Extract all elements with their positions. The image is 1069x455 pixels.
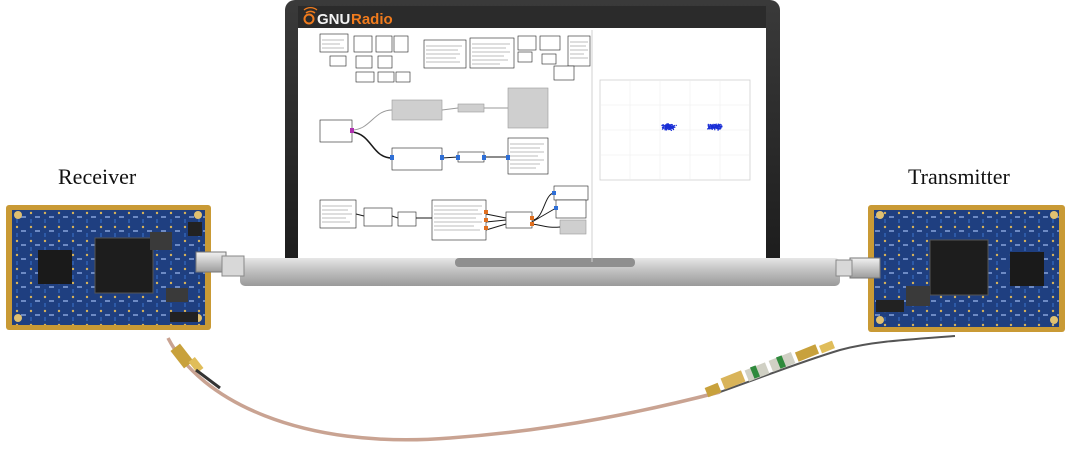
constellation-point	[716, 125, 719, 127]
tx-component	[906, 286, 930, 306]
constellation-point	[670, 127, 673, 129]
constellation-point	[720, 125, 722, 128]
constellation-point	[667, 123, 670, 125]
flowgraph-signal-text	[322, 143, 544, 231]
constellation-point	[675, 124, 677, 127]
constellation-point	[666, 125, 669, 127]
constellation-point	[707, 123, 709, 126]
tx-usb-plug	[835, 259, 853, 277]
constellation-point	[666, 123, 668, 125]
constellation-point	[664, 129, 666, 131]
constellation-point	[670, 129, 672, 131]
receiver-label: Receiver	[58, 164, 137, 189]
tx-usb-connector	[849, 257, 881, 279]
constellation-point	[710, 128, 712, 130]
constellation-point	[709, 124, 711, 126]
constellation-point	[715, 125, 717, 127]
constellation-point	[674, 126, 676, 128]
constellation-point	[708, 127, 710, 129]
constellation-point	[662, 126, 664, 128]
flowgraph-connections	[351, 107, 561, 231]
constellation-point	[672, 127, 674, 129]
rx-component	[150, 232, 172, 250]
constellation-cluster-right	[707, 123, 723, 131]
laptop-base	[240, 258, 840, 286]
receiver-sdr-board	[6, 205, 227, 330]
flowgraph-ports	[350, 128, 558, 230]
constellation-point	[714, 129, 716, 131]
constellation-point	[672, 126, 674, 128]
constellation-point	[667, 127, 669, 129]
constellation-point	[718, 128, 720, 130]
rx-usb-plug	[221, 255, 245, 277]
constellation-point	[715, 123, 717, 125]
constellation-plot	[591, 30, 751, 262]
constellation-point	[707, 126, 710, 128]
flowgraph-block-text	[322, 39, 588, 65]
constellation-point	[718, 126, 721, 128]
rx-rf-chip	[38, 250, 72, 284]
logo-suffix: Radio	[351, 11, 393, 28]
constellation-cluster-left	[661, 123, 677, 131]
constellation-point	[661, 128, 664, 130]
gnuradio-logo-icon	[303, 7, 318, 25]
coax-cable	[166, 335, 956, 442]
constellation-point	[716, 126, 718, 128]
constellation-point	[713, 124, 716, 126]
constellation-point	[663, 125, 666, 127]
constellation-point	[673, 124, 675, 127]
constellation-point	[714, 127, 716, 129]
constellation-point	[709, 126, 711, 129]
flowgraph-variable-blocks	[319, 33, 591, 83]
constellation-point	[712, 125, 715, 128]
rx-header-pins	[170, 312, 198, 322]
constellation-point	[717, 127, 719, 130]
constellation-point	[664, 127, 667, 129]
plot-grid	[600, 80, 750, 180]
tx-fpga-chip	[929, 239, 989, 296]
rx-fpga-chip	[94, 237, 154, 294]
logo-prefix: GNU	[317, 11, 350, 28]
gnuradio-window: GNU Radio	[298, 6, 766, 28]
constellation-point	[671, 124, 673, 126]
constellation-point	[665, 128, 668, 130]
constellation-point	[670, 126, 672, 128]
constellation-point	[662, 124, 664, 127]
constellation-point	[711, 124, 713, 127]
constellation-point	[720, 124, 722, 126]
transmitter-sdr-board	[849, 205, 1065, 332]
tx-header-pins	[876, 300, 904, 312]
constellation-point	[668, 128, 670, 131]
constellation-point	[717, 129, 719, 131]
constellation-point	[668, 127, 671, 130]
constellation-point	[718, 124, 720, 127]
constellation-point	[668, 124, 670, 126]
constellation-point	[711, 126, 713, 128]
transmitter-label: Transmitter	[908, 164, 1010, 189]
rx-component	[166, 288, 188, 302]
tx-rf-chip	[1010, 252, 1044, 286]
gnuradio-header	[298, 6, 766, 28]
laptop-hinge-notch	[455, 258, 635, 267]
